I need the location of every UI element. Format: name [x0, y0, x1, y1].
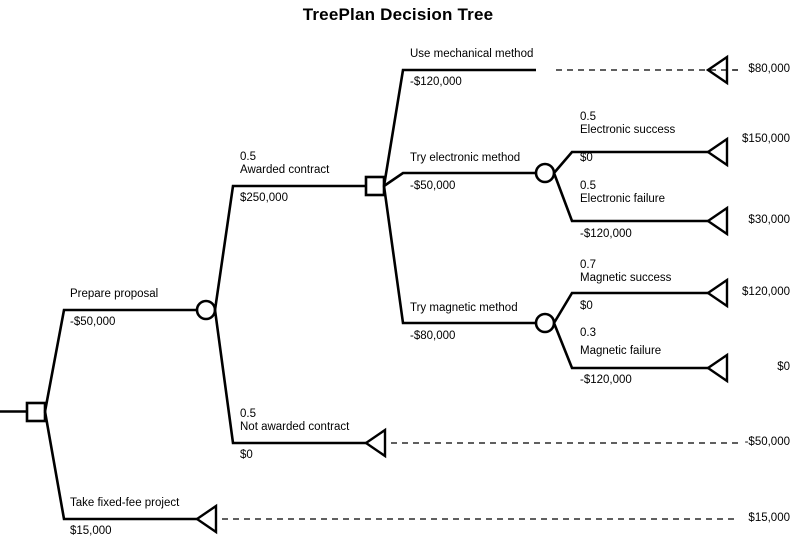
- terminal-triangle-magnetic-success[interactable]: [705, 277, 729, 309]
- branch-line-electronic-success[interactable]: [553, 150, 708, 174]
- branch-line-try-magnetic-method[interactable]: [382, 185, 536, 325]
- branch-cashflow-electronic-success: $0: [580, 152, 593, 164]
- branch-label-magnetic-failure: Magnetic failure: [580, 345, 662, 357]
- branch-label-try-electronic-method: Try electronic method: [410, 152, 521, 164]
- branch-prob-electronic-failure: 0.5: [580, 180, 596, 192]
- branch-prob-magnetic-failure: 0.3: [580, 327, 596, 339]
- branch-line-use-mechanical-method[interactable]: [382, 68, 536, 187]
- branch-prob-magnetic-success: 0.7: [580, 259, 596, 271]
- terminal-triangle-take-fixed-fee[interactable]: [194, 503, 218, 535]
- branch-cashflow-take-fixed-fee: $15,000: [70, 525, 112, 537]
- terminal-value-not-awarded: -$50,000: [744, 436, 790, 448]
- branch-cashflow-electronic-failure: -$120,000: [580, 228, 632, 240]
- terminal-triangle-magnetic-failure[interactable]: [705, 352, 729, 384]
- root-decision-node[interactable]: [25, 401, 47, 423]
- branch-prob-awarded-contract: 0.5: [240, 151, 256, 163]
- terminal-value-take-fixed-fee: $15,000: [748, 512, 790, 524]
- electronic-chance-node[interactable]: [534, 162, 556, 184]
- branch-cashflow-try-magnetic-method: -$80,000: [410, 330, 456, 342]
- branch-label-electronic-success: Electronic success: [580, 124, 676, 136]
- branch-line-prepare-proposal[interactable]: [43, 308, 197, 412]
- branch-label-magnetic-success: Magnetic success: [580, 272, 672, 284]
- branch-cashflow-awarded-contract: $250,000: [240, 192, 288, 204]
- terminal-value-magnetic-failure: $0: [777, 361, 790, 373]
- branch-cashflow-magnetic-failure: -$120,000: [580, 374, 632, 386]
- proposal-chance-node[interactable]: [195, 299, 217, 321]
- method-decision-node[interactable]: [364, 175, 386, 197]
- branch-line-awarded-contract[interactable]: [213, 184, 366, 311]
- branch-label-take-fixed-fee: Take fixed-fee project: [70, 497, 180, 509]
- branch-cashflow-prepare-proposal: -$50,000: [70, 316, 116, 328]
- branch-label-use-mechanical-method: Use mechanical method: [410, 48, 534, 60]
- branch-label-awarded-contract: Awarded contract: [240, 164, 330, 176]
- terminal-value-electronic-failure: $30,000: [748, 214, 790, 226]
- branch-line-electronic-failure[interactable]: [552, 172, 708, 223]
- branch-prob-not-awarded-contract: 0.5: [240, 408, 256, 420]
- branch-cashflow-not-awarded-contract: $0: [240, 449, 253, 461]
- branch-label-prepare-proposal: Prepare proposal: [70, 288, 159, 300]
- terminal-triangle-electronic-success[interactable]: [705, 136, 729, 168]
- branch-cashflow-use-mechanical-method: -$120,000: [410, 76, 462, 88]
- branch-line-try-electronic-method[interactable]: [383, 171, 536, 188]
- branch-line-not-awarded-contract[interactable]: [213, 309, 366, 445]
- terminal-value-magnetic-success: $120,000: [742, 286, 790, 298]
- magnetic-chance-node[interactable]: [534, 312, 556, 334]
- branch-line-magnetic-success[interactable]: [552, 291, 708, 324]
- branch-prob-electronic-success: 0.5: [580, 111, 596, 123]
- branch-label-try-magnetic-method: Try magnetic method: [410, 302, 518, 314]
- branch-cashflow-try-electronic-method: -$50,000: [410, 180, 456, 192]
- terminal-triangle-not-awarded[interactable]: [363, 427, 387, 459]
- branch-line-magnetic-failure[interactable]: [552, 322, 708, 370]
- page-title: TreePlan Decision Tree: [302, 5, 494, 24]
- branch-cashflow-magnetic-success: $0: [580, 300, 593, 312]
- branch-label-not-awarded-contract: Not awarded contract: [240, 421, 350, 433]
- branch-label-electronic-failure: Electronic failure: [580, 193, 666, 205]
- terminal-triangle-electronic-failure[interactable]: [705, 205, 729, 237]
- terminal-value-mechanical: $80,000: [748, 63, 790, 75]
- branch-line-take-fixed-fee[interactable]: [43, 411, 197, 521]
- terminal-value-electronic-success: $150,000: [742, 133, 790, 145]
